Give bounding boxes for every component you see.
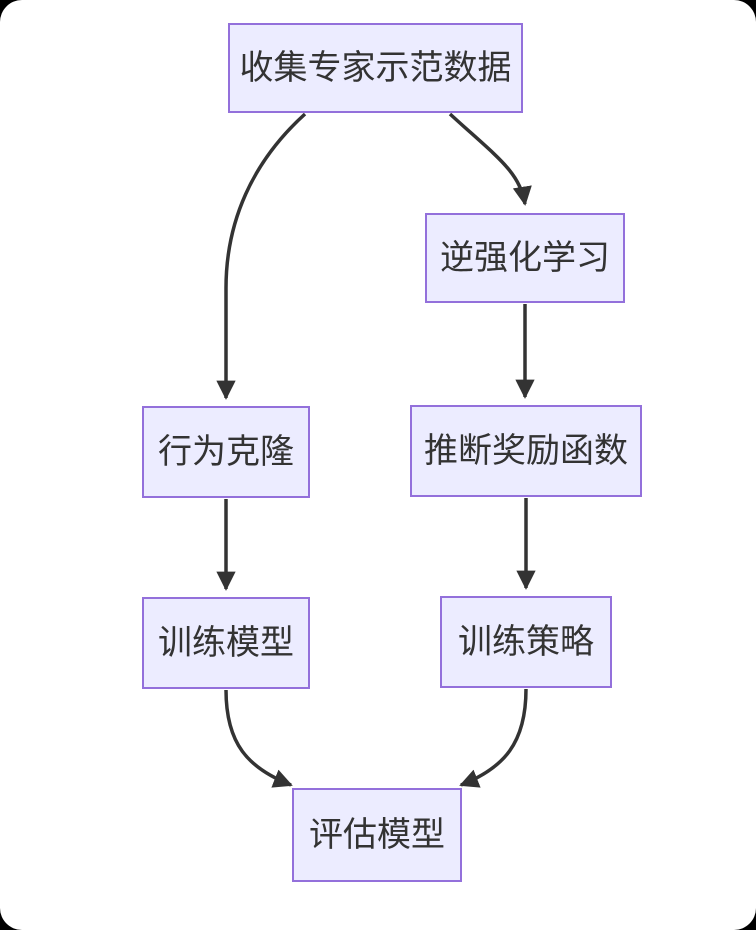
edge-collect-to-bc (216, 112, 307, 400)
edge-train-policy-to-evaluate (459, 688, 528, 788)
node-train-model: 训练模型 (142, 597, 310, 689)
edge-collect-to-irl (448, 112, 532, 206)
node-train-policy: 训练策略 (440, 596, 612, 688)
node-behavior-cloning: 行为克隆 (142, 406, 310, 498)
node-collect-expert-demo-data: 收集专家示范数据 (228, 23, 523, 113)
edge-train-model-to-evaluate (224, 689, 293, 788)
node-inverse-reinforcement-learning: 逆强化学习 (425, 213, 625, 303)
node-evaluate-model: 评估模型 (292, 788, 462, 882)
node-infer-reward-function: 推断奖励函数 (410, 405, 642, 497)
